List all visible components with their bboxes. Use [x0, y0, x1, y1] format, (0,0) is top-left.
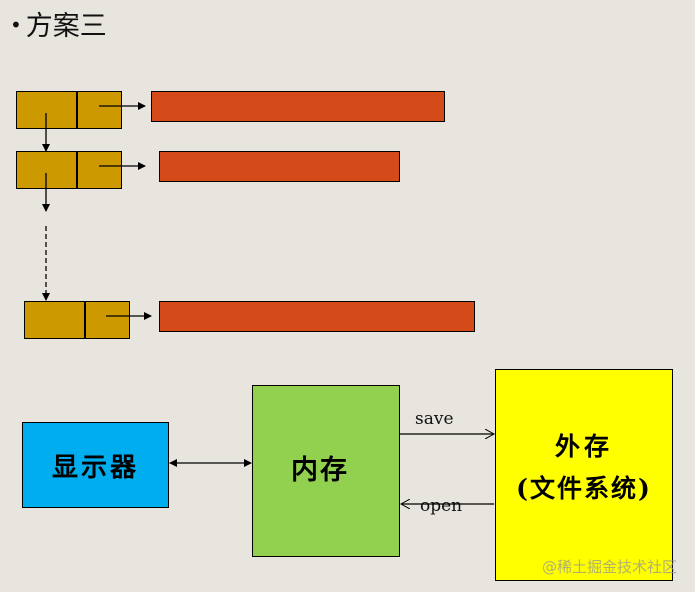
memory-box: 内存	[252, 385, 400, 557]
list-node-2	[16, 151, 122, 189]
data-block-n	[159, 301, 475, 332]
data-block-2	[159, 151, 400, 182]
display-label: 显示器	[51, 452, 139, 483]
save-label: save	[415, 409, 454, 429]
external-storage-box: 外存 (文件系统)	[495, 369, 673, 581]
external-label-line1: 外存	[554, 432, 613, 461]
node-divider	[76, 152, 78, 188]
data-block-1	[151, 91, 445, 122]
node-divider	[84, 302, 86, 338]
open-label: open	[420, 496, 463, 516]
list-node-n	[24, 301, 130, 339]
node-divider	[76, 92, 78, 128]
watermark: @稀土掘金技术社区	[541, 558, 677, 576]
external-label-line2: (文件系统)	[516, 474, 652, 503]
memory-label: 内存	[291, 454, 349, 486]
title-text: 方案三	[25, 11, 107, 42]
bullet-icon: •	[10, 13, 22, 37]
list-node-1	[16, 91, 122, 129]
slide-title: •方案三	[10, 4, 107, 43]
display-box: 显示器	[22, 422, 169, 508]
